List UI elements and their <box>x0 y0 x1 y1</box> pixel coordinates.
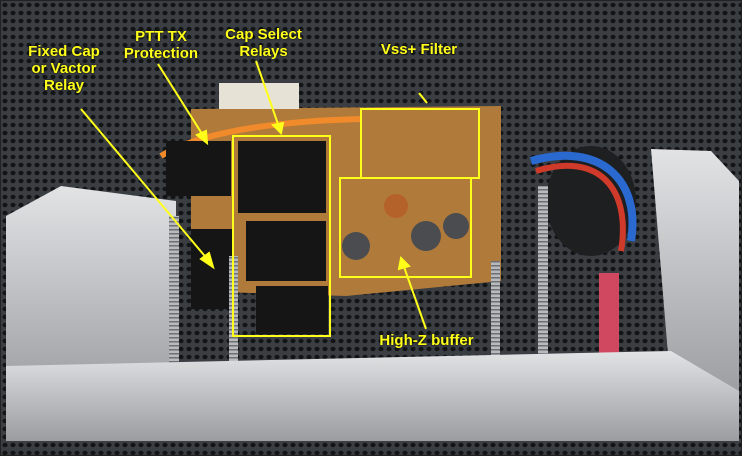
wire-bundle <box>535 162 626 252</box>
arrow-cap-select <box>255 60 280 128</box>
relay <box>166 141 231 196</box>
label-line: or Vactor <box>31 60 97 77</box>
chassis-right-wall <box>651 149 739 401</box>
relay <box>238 141 326 213</box>
label-line: PTT TX <box>135 28 187 45</box>
toroid <box>342 232 370 260</box>
label-ptt: PTT TX Protection <box>111 28 211 62</box>
label-line: Relays <box>239 43 288 60</box>
arrow-fixed-cap <box>80 108 210 262</box>
heatshrink <box>599 273 619 363</box>
label-line: Cap Select <box>225 26 302 43</box>
label-line: Fixed Cap <box>28 43 100 60</box>
connector <box>219 83 299 109</box>
relay <box>246 221 326 281</box>
label-cap-select: Cap Select Relays <box>211 26 316 60</box>
arrowhead <box>195 129 209 146</box>
highz-buffer-box <box>339 177 472 278</box>
label-highz-buffer: High-Z buffer <box>379 332 474 349</box>
wire-bundle <box>529 151 637 242</box>
chassis-left-wall <box>6 186 176 401</box>
arrow-highz <box>402 263 427 330</box>
threaded-rod <box>538 186 548 356</box>
toroid <box>384 194 408 218</box>
toroid <box>443 213 469 239</box>
chassis-front <box>6 351 739 441</box>
arrow-vss <box>418 92 428 104</box>
label-vss-filter: Vss+ Filter <box>380 41 458 58</box>
arrowhead <box>199 251 215 270</box>
relay <box>191 229 233 309</box>
arrow-ptt <box>157 63 205 138</box>
cap-select-box <box>232 135 331 337</box>
arrowhead <box>270 121 285 136</box>
relay <box>256 286 328 334</box>
label-fixed-cap: Fixed Cap or Vactor Relay <box>9 43 119 94</box>
threaded-rod <box>169 216 179 366</box>
toroid <box>411 221 441 251</box>
threaded-rod <box>491 261 500 361</box>
label-line: Relay <box>43 77 85 94</box>
arrowhead <box>397 255 411 271</box>
label-line: Protection <box>123 45 199 62</box>
